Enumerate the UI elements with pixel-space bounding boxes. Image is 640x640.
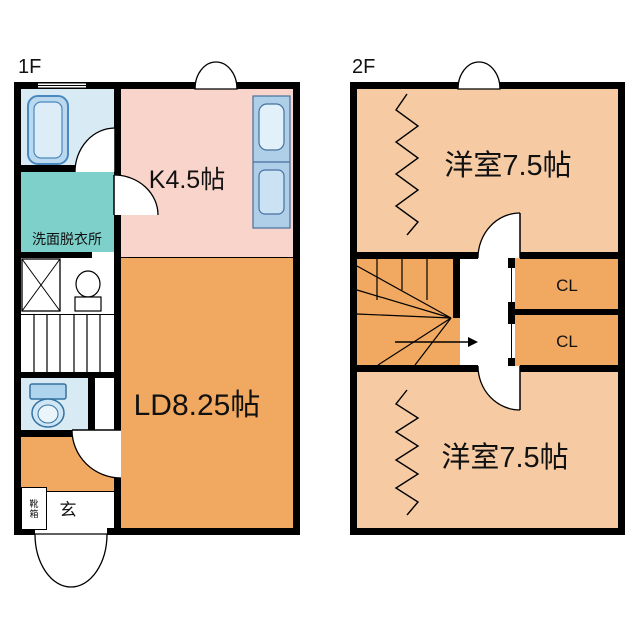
wall-closet-left-a (508, 252, 515, 268)
wall-1f-right (293, 82, 300, 535)
wall-1f-center-b (114, 215, 121, 430)
room-living-dining (114, 252, 300, 535)
closet-bottom-label: CL (556, 332, 578, 351)
wall-under-stairs (14, 372, 121, 378)
wall-1f-bottom-b (107, 528, 300, 535)
wall-2f-right (618, 82, 625, 535)
wall-2f-bottom (350, 528, 625, 535)
floor-label-2f: 2F (352, 56, 376, 78)
wall-2f-mid2-a (350, 365, 478, 372)
room-hall-2f (455, 252, 515, 372)
washroom-label: 洗面脱衣所 (32, 231, 102, 247)
wall-2f-top-a (350, 82, 458, 89)
living-dining-label: LD8.25帖 (133, 389, 261, 422)
wall-2f-stair-right (453, 259, 460, 318)
room-closet-bottom (508, 309, 625, 372)
bedroom-bottom-label: 洋室7.5帖 (441, 442, 569, 474)
room-stairs-1f (14, 315, 121, 378)
wall-1f-left (14, 82, 21, 535)
wall-1f-top-c (237, 82, 300, 89)
bedroom-top-label: 洋室7.5帖 (444, 150, 572, 182)
wall-1f-top-b (86, 82, 195, 89)
wall-2f-mid1-a (350, 252, 478, 259)
genkan-step-line (21, 491, 114, 492)
room-entrance-hall (14, 430, 121, 492)
wall-2f-mid2-b (520, 365, 625, 372)
window-1f-top (38, 82, 86, 89)
kitchen-living-boundary (121, 257, 293, 258)
wall-closet-mid (508, 309, 625, 315)
wall-1f-center-c (114, 478, 121, 528)
wall-1f-bottom-a (14, 528, 35, 535)
room-washroom (14, 165, 121, 258)
room-closet-top (508, 252, 625, 315)
closet-top-label: CL (556, 276, 578, 295)
wall-washroom-utility (14, 252, 92, 258)
entrance-label: 玄 (59, 500, 77, 520)
wall-closet-left-c (508, 358, 515, 372)
kitchen-label: K4.5帖 (148, 166, 226, 194)
closet-door-bottom-icon (508, 324, 515, 358)
room-toilet (14, 372, 95, 437)
wall-1f-top-a (14, 82, 38, 89)
wall-bath-washroom-a (14, 165, 75, 172)
wall-toilet-bottom (14, 430, 72, 437)
room-utility (14, 252, 121, 315)
entrance-door-icon (34, 533, 108, 588)
shoebox: 靴箱 (21, 487, 47, 530)
wall-2f-mid1-b (520, 252, 625, 259)
shoebox-label: 靴箱 (28, 498, 39, 519)
floor-label-1f: 1F (18, 56, 42, 78)
wall-1f-center-a (114, 89, 121, 175)
wall-2f-top-b (500, 82, 625, 89)
room-bathroom (14, 82, 121, 172)
closet-door-top-icon (508, 268, 515, 302)
stairs-top-edge (21, 314, 114, 315)
room-stairs-2f (350, 252, 460, 372)
wall-toilet-right (88, 378, 95, 430)
wall-2f-left (350, 82, 357, 535)
